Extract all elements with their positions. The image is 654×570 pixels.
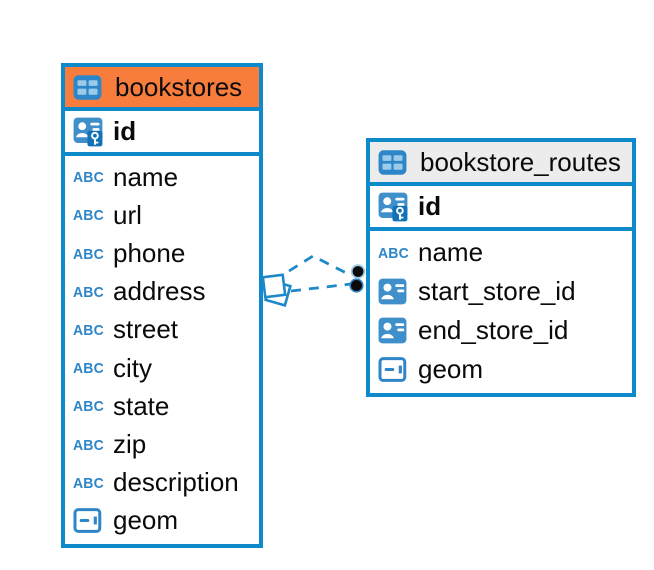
text-type-icon: ABC <box>73 397 104 415</box>
column-row-phone[interactable]: ABC phone <box>65 234 259 272</box>
table-bookstore-routes[interactable]: bookstore_routes id ABC name start_store… <box>366 138 636 397</box>
table-icon <box>73 72 107 102</box>
table-header[interactable]: bookstores <box>65 67 259 111</box>
text-type-icon: ABC <box>73 321 104 339</box>
column-name-label: geom <box>113 505 179 536</box>
column-name-label: description <box>113 467 239 498</box>
column-row-end-store-id[interactable]: end_store_id <box>370 311 632 350</box>
text-type-icon: ABC <box>73 168 104 186</box>
column-name-label: url <box>113 199 142 230</box>
column-row-state[interactable]: ABC state <box>65 387 259 425</box>
table-title: bookstore_routes <box>420 146 621 177</box>
table-header[interactable]: bookstore_routes <box>370 142 632 186</box>
relation-line-lower[interactable] <box>290 282 352 293</box>
column-name-label: street <box>113 314 179 345</box>
table-bookstores[interactable]: bookstores id ABC name ABC url ABC phone… <box>61 63 263 548</box>
column-row-id[interactable]: id <box>65 111 259 156</box>
column-row-zip[interactable]: ABC zip <box>65 425 259 463</box>
column-row-name[interactable]: ABC name <box>65 158 259 196</box>
reference-key-icon <box>378 277 412 307</box>
table-title: bookstores <box>115 71 243 102</box>
primary-key-icon <box>378 192 412 222</box>
column-name-label: id <box>113 116 137 146</box>
column-name-label: geom <box>418 354 484 384</box>
column-row-description[interactable]: ABC description <box>65 464 259 502</box>
column-name-label: id <box>418 191 442 221</box>
column-row-geom[interactable]: geom <box>370 350 632 389</box>
text-type-icon: ABC <box>73 245 104 262</box>
column-row-geom[interactable]: geom <box>65 502 259 540</box>
column-name-label: state <box>113 390 170 421</box>
geometry-type-icon <box>378 355 412 385</box>
column-row-url[interactable]: ABC url <box>65 196 259 234</box>
text-type-icon: ABC <box>73 474 104 492</box>
text-type-icon: ABC <box>378 244 409 261</box>
text-type-icon: ABC <box>73 283 104 301</box>
column-list: ABC name ABC url ABC phone ABC address A… <box>65 156 259 544</box>
column-name-label: address <box>113 276 206 307</box>
relation-line-upper[interactable] <box>288 254 353 278</box>
column-name-label: start_store_id <box>418 276 576 306</box>
column-name-label: end_store_id <box>418 315 569 345</box>
table-icon <box>378 147 412 177</box>
text-type-icon: ABC <box>73 206 104 224</box>
column-row-city[interactable]: ABC city <box>65 349 259 387</box>
column-row-street[interactable]: ABC street <box>65 311 259 349</box>
geometry-type-icon <box>73 506 107 536</box>
column-name-label: name <box>418 237 484 267</box>
column-name-label: name <box>113 161 179 192</box>
primary-key-icon <box>73 117 107 147</box>
column-name-label: city <box>113 352 152 383</box>
text-type-icon: ABC <box>73 436 104 453</box>
reference-key-icon <box>378 316 412 346</box>
text-type-icon: ABC <box>73 359 104 377</box>
column-row-address[interactable]: ABC address <box>65 273 259 311</box>
column-name-label: phone <box>113 238 186 268</box>
column-row-name[interactable]: ABC name <box>370 233 632 272</box>
column-row-start-store-id[interactable]: start_store_id <box>370 272 632 311</box>
column-list: ABC name start_store_id end_store_id geo… <box>370 231 632 393</box>
relation-dot-markers <box>349 264 366 293</box>
column-name-label: zip <box>113 429 147 460</box>
column-row-id[interactable]: id <box>370 186 632 231</box>
relation-diamond-marker <box>261 273 292 307</box>
